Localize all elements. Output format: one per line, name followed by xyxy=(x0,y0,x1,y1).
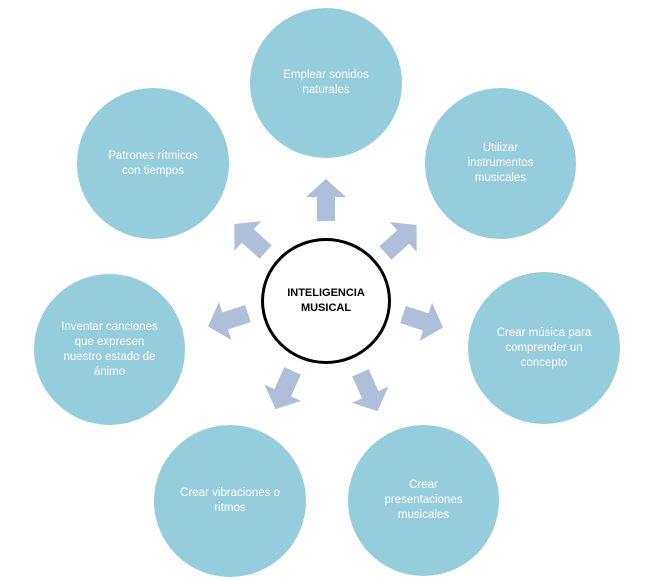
node-vibrations: Crear vibraciones o ritmos xyxy=(154,425,306,577)
center-node-label: INTELIGENCIA MUSICAL xyxy=(287,287,365,314)
node-instruments: Utilizar instrumentos musicales xyxy=(425,88,576,239)
arrow-presentations xyxy=(351,369,389,412)
node-rhythm-patterns: Patrones rítmicos con tiempos xyxy=(77,88,229,239)
node-vibrations-label: Crear vibraciones o ritmos xyxy=(180,487,280,514)
center-node: INTELIGENCIA MUSICAL xyxy=(261,238,391,364)
node-songs: Inventar canciones que expresen nuestro … xyxy=(34,274,185,425)
arrow-vibrations xyxy=(264,367,302,410)
node-concept-music: Crear música para comprender un concepto xyxy=(468,272,620,424)
node-instruments-label: Utilizar instrumentos musicales xyxy=(467,142,534,184)
node-natural-sounds-label: Emplear sonidos naturales xyxy=(283,69,369,96)
arrow-songs xyxy=(208,301,251,340)
node-natural-sounds: Emplear sonidos naturales xyxy=(250,8,402,158)
node-presentations: Crear presentaciones musicales xyxy=(348,425,499,576)
arrow-concept-music xyxy=(400,302,443,341)
node-rhythm-patterns-label: Patrones rítmicos con tiempos xyxy=(108,149,198,177)
arrow-natural-sounds xyxy=(306,179,346,221)
node-presentations-label: Crear presentaciones musicales xyxy=(384,479,463,521)
node-songs-label: Inventar canciones que expresen nuestro … xyxy=(61,320,158,378)
node-concept-music-label: Crear música para comprender un concepto xyxy=(496,326,592,369)
arrow-instruments xyxy=(379,222,417,260)
arrow-rhythm-patterns xyxy=(234,221,272,259)
